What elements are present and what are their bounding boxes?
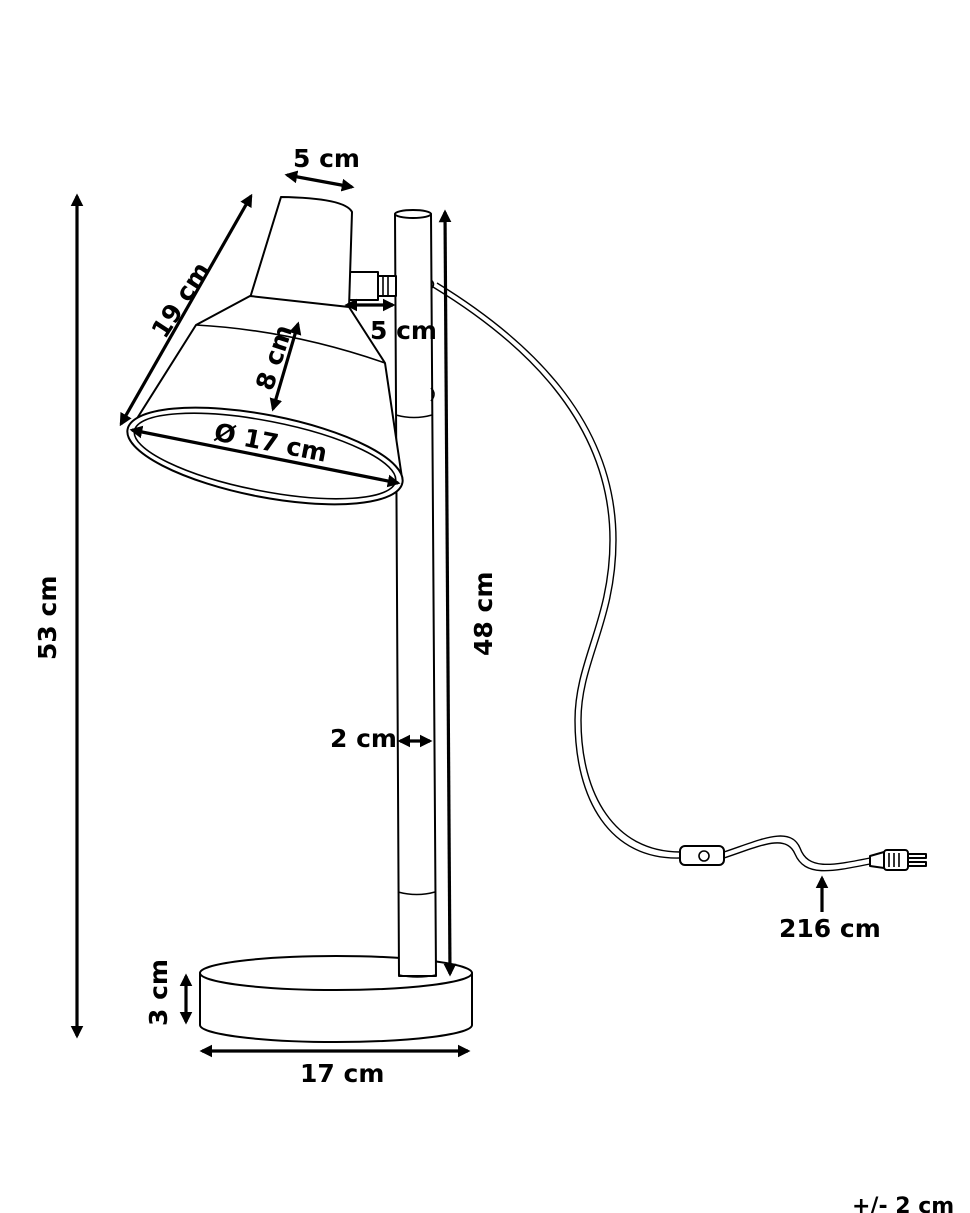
label-base-height: 3 cm — [144, 959, 173, 1026]
label-pole-height: 48 cm — [469, 572, 498, 656]
arrow-shade-diameter — [129, 425, 401, 488]
power-plug — [869, 849, 927, 871]
label-shade-top-width: 5 cm — [293, 144, 360, 173]
lamp-arm — [347, 271, 397, 301]
lamp-pole — [394, 209, 437, 978]
label-cable-length: 216 cm — [779, 914, 881, 943]
label-arm-length: 5 cm — [370, 316, 437, 345]
arrow-shade-length — [119, 193, 253, 427]
cable-switch — [679, 845, 725, 866]
dimension-arrows — [70, 170, 829, 1058]
dimension-labels: 5 cm 19 cm 5 cm 8 cm Ø 17 cm 53 cm 48 cm… — [33, 144, 954, 1213]
arrow-pole-height — [438, 209, 457, 977]
arrow-shade-top-width — [284, 170, 355, 192]
tolerance-note: +/- 2 cm — [852, 1194, 954, 1213]
label-pole-width: 2 cm — [330, 724, 397, 753]
power-cable — [432, 282, 871, 872]
arrow-shade-depth — [269, 321, 302, 412]
label-base-width: 17 cm — [300, 1059, 384, 1088]
label-total-height: 53 cm — [33, 576, 62, 660]
